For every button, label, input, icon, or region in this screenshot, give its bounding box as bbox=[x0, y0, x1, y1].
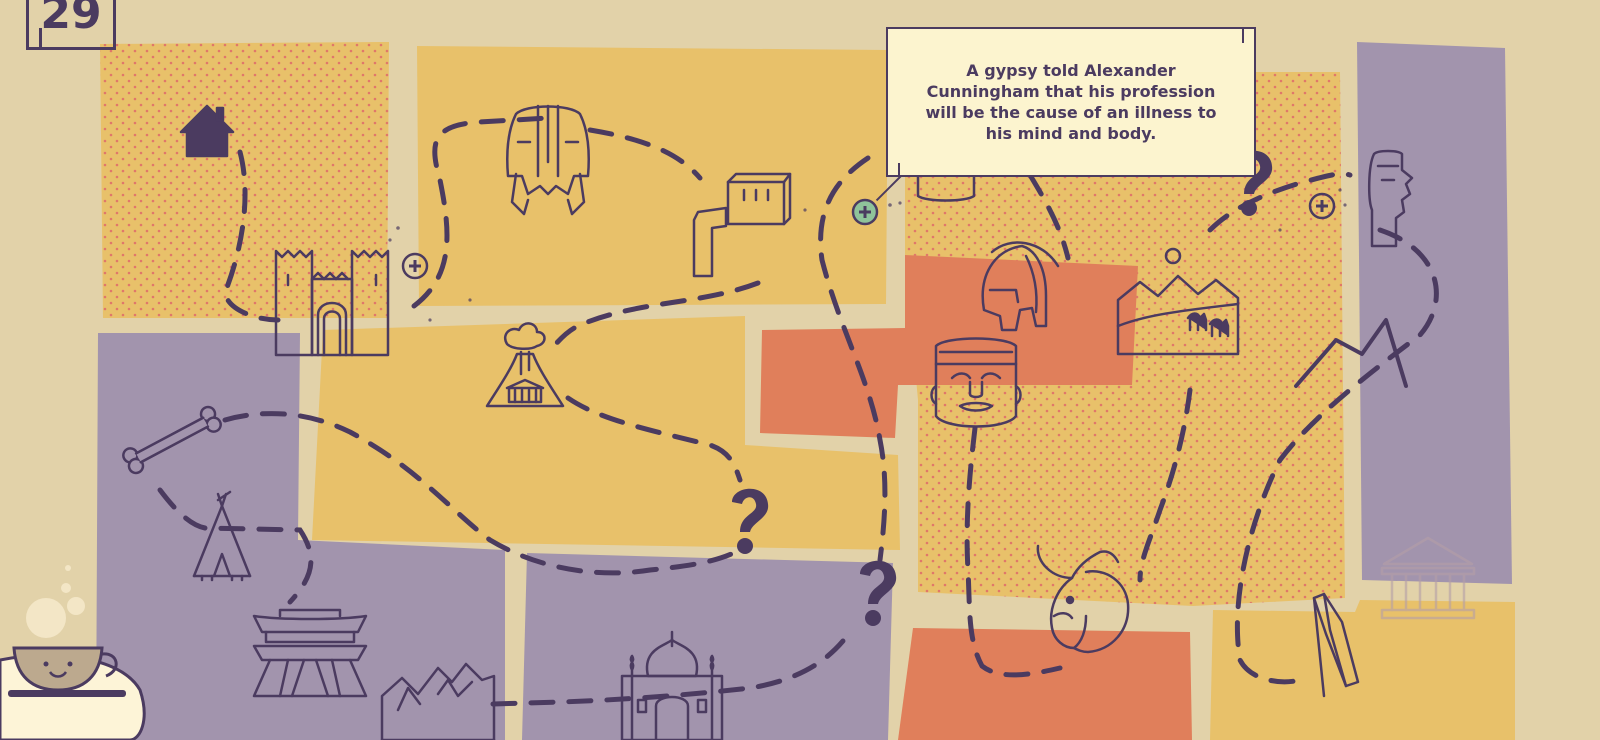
region-southeast-orange bbox=[898, 628, 1192, 740]
region-northwest bbox=[100, 42, 389, 318]
path-robe-temple bbox=[587, 127, 703, 181]
path-east-crystal bbox=[1234, 227, 1439, 685]
tea-cup-icon[interactable] bbox=[0, 565, 146, 740]
taj-mahal-icon[interactable] bbox=[620, 630, 724, 740]
event-tooltip: A gypsy told Alexander Cunningham that h… bbox=[886, 27, 1256, 177]
volcano-icon[interactable] bbox=[485, 322, 565, 408]
bone-icon[interactable] bbox=[121, 405, 223, 476]
path-volcano-question bbox=[565, 395, 743, 483]
region-southeast bbox=[1210, 600, 1515, 740]
stone-temple-icon[interactable] bbox=[692, 172, 792, 278]
region-west bbox=[96, 333, 505, 740]
plus-node-icon[interactable] bbox=[401, 252, 429, 280]
path-south-curve bbox=[490, 629, 853, 707]
partial-relic-icon[interactable] bbox=[916, 172, 976, 202]
path-home-fortress bbox=[223, 149, 281, 323]
region-south-central bbox=[522, 553, 893, 740]
olmec-head-icon[interactable] bbox=[930, 337, 1022, 428]
bull-icon[interactable] bbox=[1036, 544, 1130, 654]
region-far-east bbox=[1357, 42, 1512, 584]
mountain-peak-icon[interactable] bbox=[1294, 318, 1408, 388]
path-east-olmec bbox=[964, 425, 1063, 678]
region-mid-orange bbox=[760, 255, 1138, 438]
region-central-north bbox=[417, 46, 888, 306]
path-tooltip-east bbox=[1027, 172, 1071, 261]
greek-temple-icon bbox=[1380, 536, 1476, 620]
robe-icon[interactable] bbox=[506, 104, 590, 216]
spartan-helmet-icon[interactable] bbox=[981, 241, 1060, 332]
camel-desert-icon[interactable] bbox=[1116, 247, 1240, 356]
plus-node-icon[interactable] bbox=[851, 198, 879, 226]
question-mark-icon[interactable] bbox=[860, 560, 897, 626]
moai-icon[interactable] bbox=[1368, 149, 1414, 248]
travel-paths bbox=[157, 115, 1439, 707]
fortress-icon[interactable] bbox=[274, 249, 390, 357]
path-camel-south bbox=[1137, 387, 1193, 583]
path-temple-volcano bbox=[547, 280, 761, 353]
teepee-icon[interactable] bbox=[192, 490, 252, 582]
pagoda-icon[interactable] bbox=[252, 608, 368, 698]
event-tooltip-text: A gypsy told Alexander Cunningham that h… bbox=[925, 61, 1217, 143]
path-fortress-loop bbox=[411, 115, 551, 309]
path-question-moai bbox=[1207, 171, 1353, 233]
question-mark-icon[interactable] bbox=[732, 488, 769, 554]
day-counter: 29 bbox=[26, 0, 116, 50]
path-west-loop bbox=[157, 487, 314, 605]
path-bone-south bbox=[222, 411, 743, 576]
crystal-icon[interactable] bbox=[1312, 592, 1360, 698]
map-regions bbox=[96, 42, 1515, 740]
path-center-vertical bbox=[818, 155, 888, 563]
path-scatter-dots bbox=[388, 188, 1347, 322]
plus-node-icon[interactable] bbox=[1308, 192, 1336, 220]
home-icon[interactable] bbox=[179, 104, 235, 158]
mountains-icon[interactable] bbox=[380, 662, 496, 740]
